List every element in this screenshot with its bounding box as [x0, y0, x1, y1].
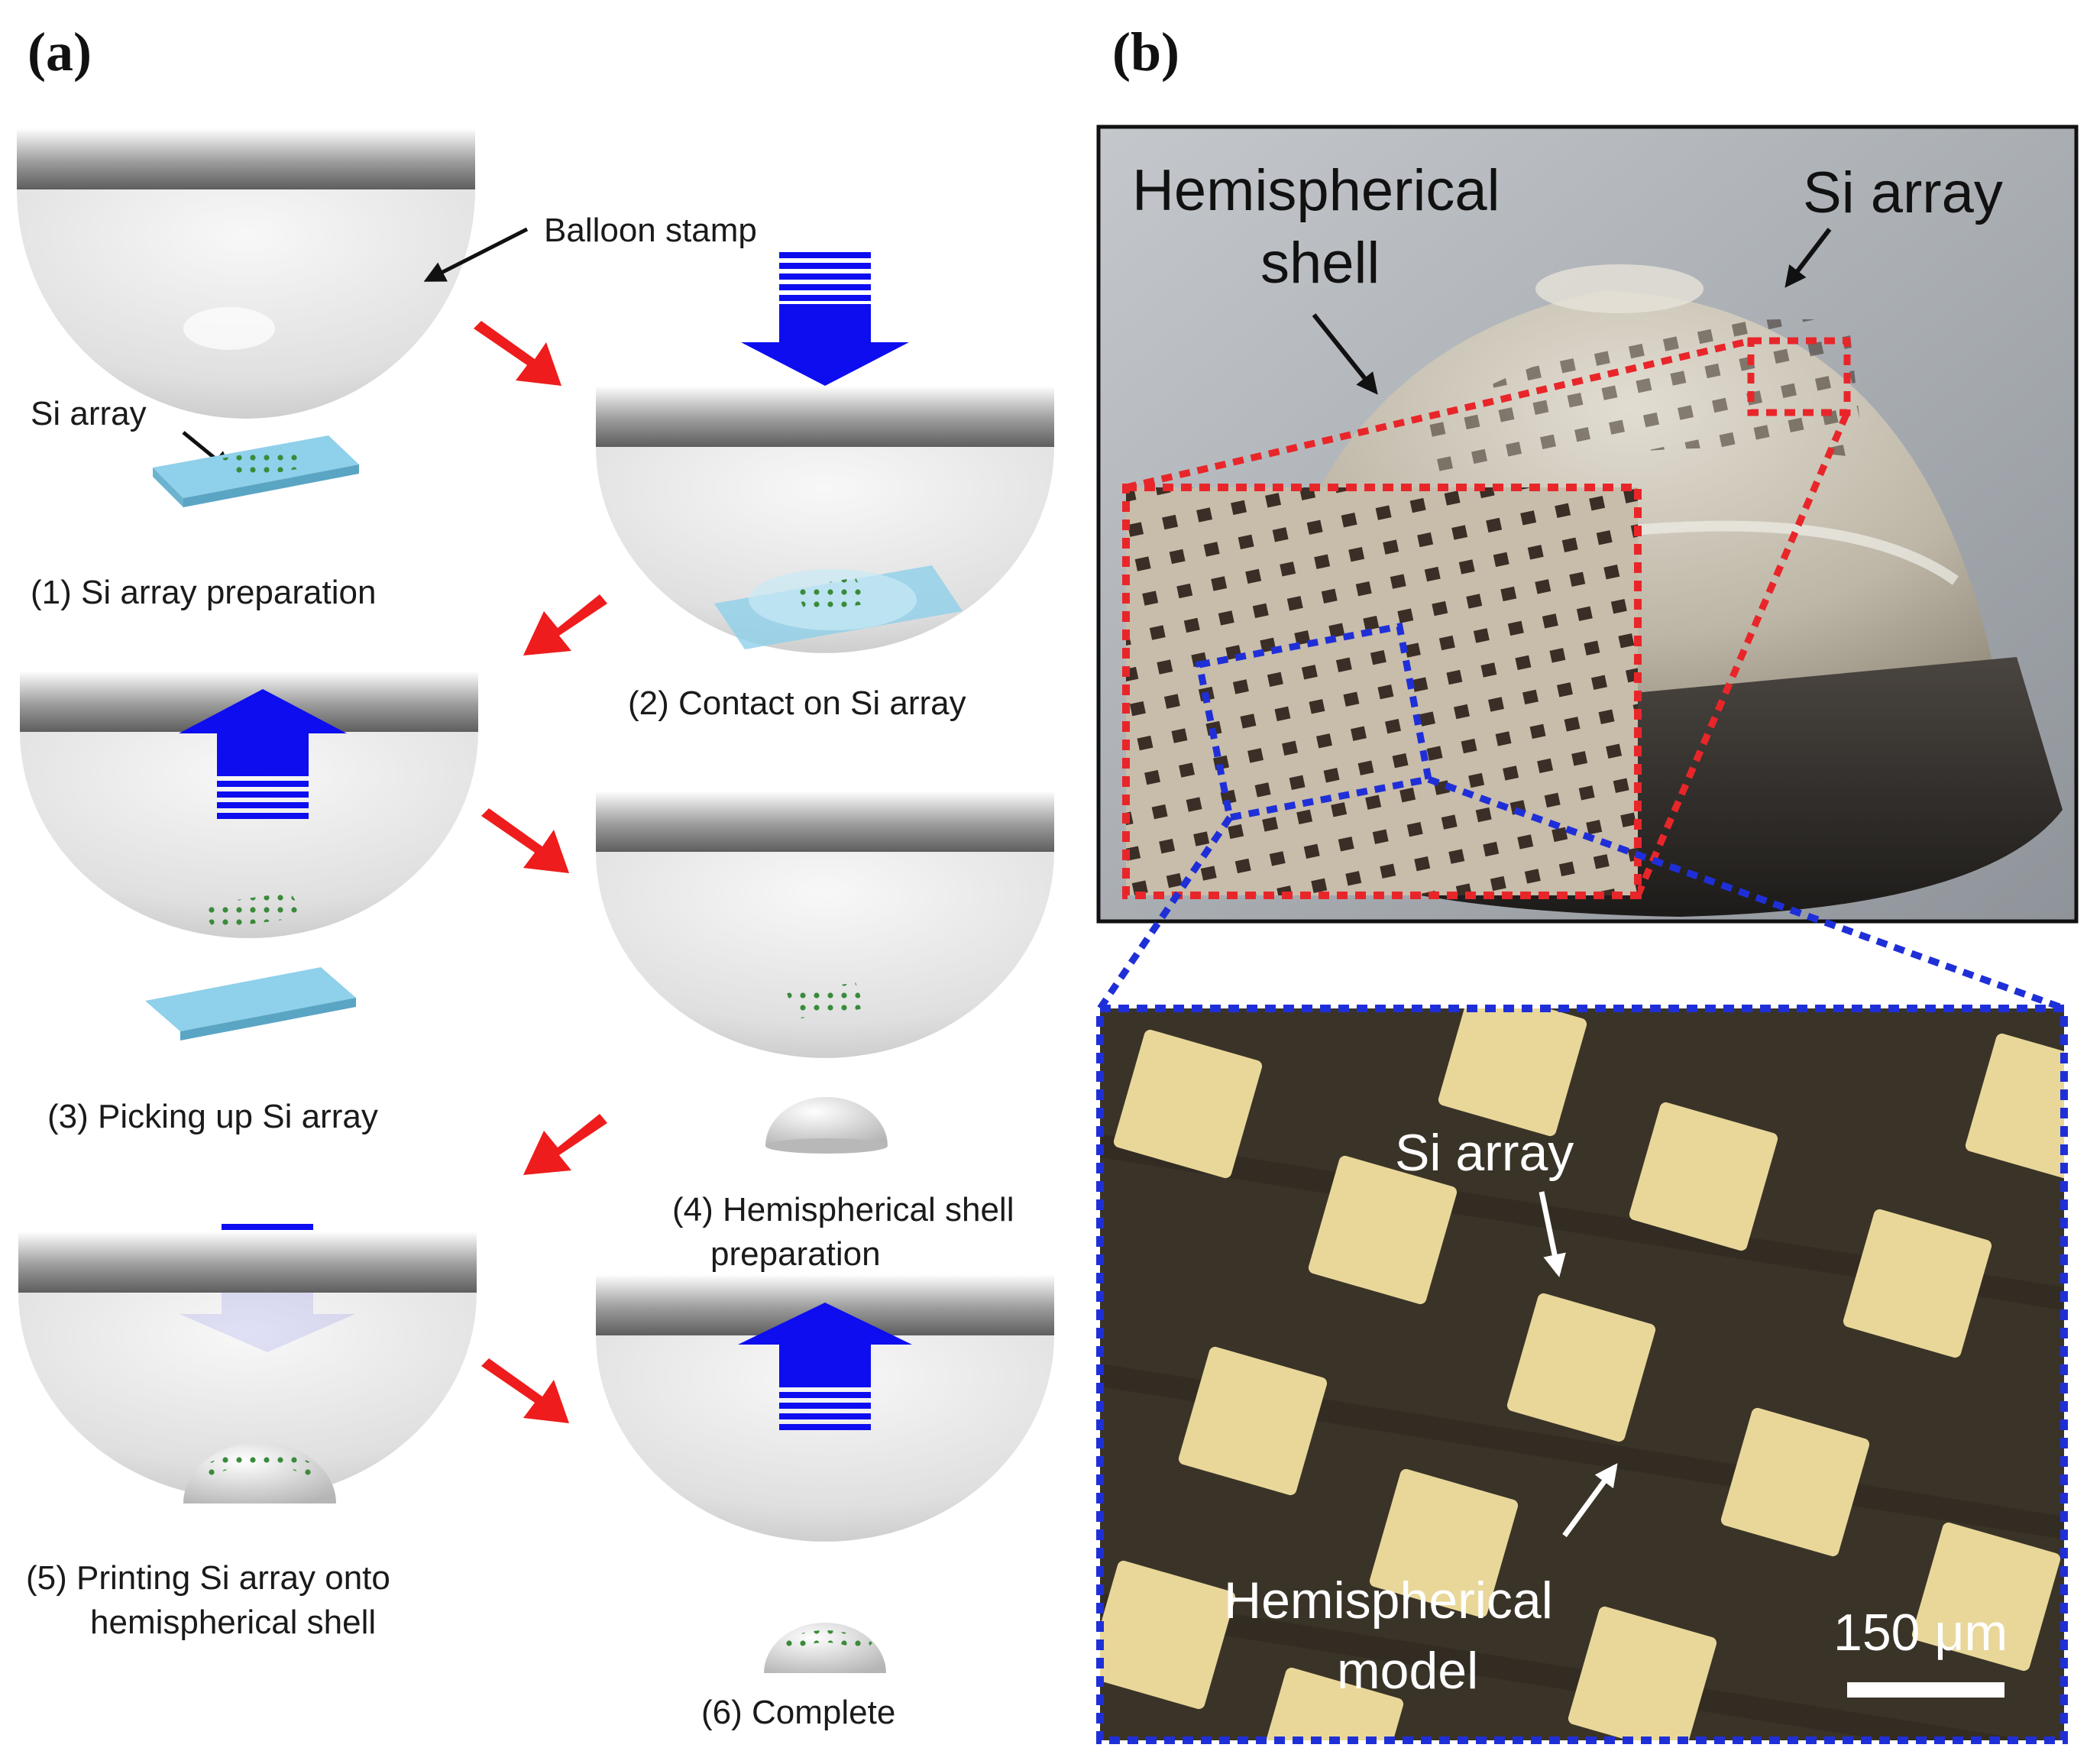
step-2-caption: (2) Contact on Si array	[628, 685, 966, 722]
stage-3-up-arrow	[179, 689, 347, 819]
balloon-stamp-label: Balloon stamp	[544, 212, 757, 249]
red-arrow-3	[481, 808, 569, 873]
red-arrow-4	[523, 1114, 607, 1175]
stage-2-down-arrow	[741, 252, 909, 386]
red-zoom-line-top	[1124, 337, 1752, 491]
balloon-stamp-pointer-arrow	[423, 227, 529, 282]
panel-b-label: (b)	[1112, 21, 1179, 83]
step-1-caption: (1) Si array preparation	[31, 574, 376, 611]
step-4-caption-line2: preparation	[710, 1235, 881, 1273]
stage-3-balloon	[20, 671, 478, 938]
scale-bar	[1847, 1682, 2004, 1698]
red-arrow-1	[474, 321, 561, 386]
stage-3-substrate	[145, 967, 356, 1041]
scale-bar-label: 150 μm	[1833, 1604, 2008, 1662]
micro-model-pointer-arrow	[1562, 1463, 1618, 1538]
blue-zoom-source-box	[1195, 622, 1433, 822]
micro-si-array-label: Si array	[1395, 1124, 1574, 1182]
stage-6-completed-shell	[764, 1623, 886, 1673]
red-zoom-inset	[1122, 484, 1642, 899]
red-arrow-5	[481, 1358, 569, 1423]
step-3-caption: (3) Picking up Si array	[47, 1098, 378, 1135]
stage-4-balloon	[596, 791, 1054, 1058]
red-zoom-line-bottom	[1634, 411, 1851, 897]
stage-1-substrate	[153, 435, 359, 507]
panel-a-label: (a)	[28, 21, 92, 83]
photo-shell-label-line1: Hemispherical	[1132, 158, 1500, 223]
photo-si-array-label: Si array	[1803, 160, 2003, 225]
step-5-caption-line1: (5) Printing Si array onto	[26, 1559, 390, 1597]
photo-si-array-pointer-arrow	[1784, 228, 1832, 288]
stage-1-balloon	[17, 128, 475, 419]
micro-si-array-pointer-arrow	[1539, 1191, 1566, 1277]
stage-5-balloon	[18, 1232, 477, 1503]
micro-model-label-line1: Hemispherical	[1224, 1571, 1553, 1630]
stage-2-balloon	[596, 386, 1054, 653]
si-array-label-a: Si array	[31, 395, 147, 432]
red-zoom-source-box	[1747, 337, 1851, 416]
red-arrow-2	[523, 594, 607, 655]
blue-zoom-line-right	[1427, 775, 2066, 1012]
photo-shell-label-line2: shell	[1260, 231, 1380, 296]
step-5-caption-line2: hemispherical shell	[90, 1604, 376, 1641]
step-6-caption: (6) Complete	[701, 1694, 895, 1731]
micro-model-label-line2: model	[1337, 1642, 1478, 1700]
blue-zoom-line-left	[1097, 815, 1233, 1011]
micrograph	[1096, 1005, 2068, 1744]
stage-4-shell	[765, 1097, 888, 1154]
step-4-caption-line1: (4) Hemispherical shell	[672, 1191, 1014, 1228]
stage-6-up-arrow	[738, 1303, 912, 1430]
photo-shell-pointer-arrow	[1312, 313, 1378, 395]
